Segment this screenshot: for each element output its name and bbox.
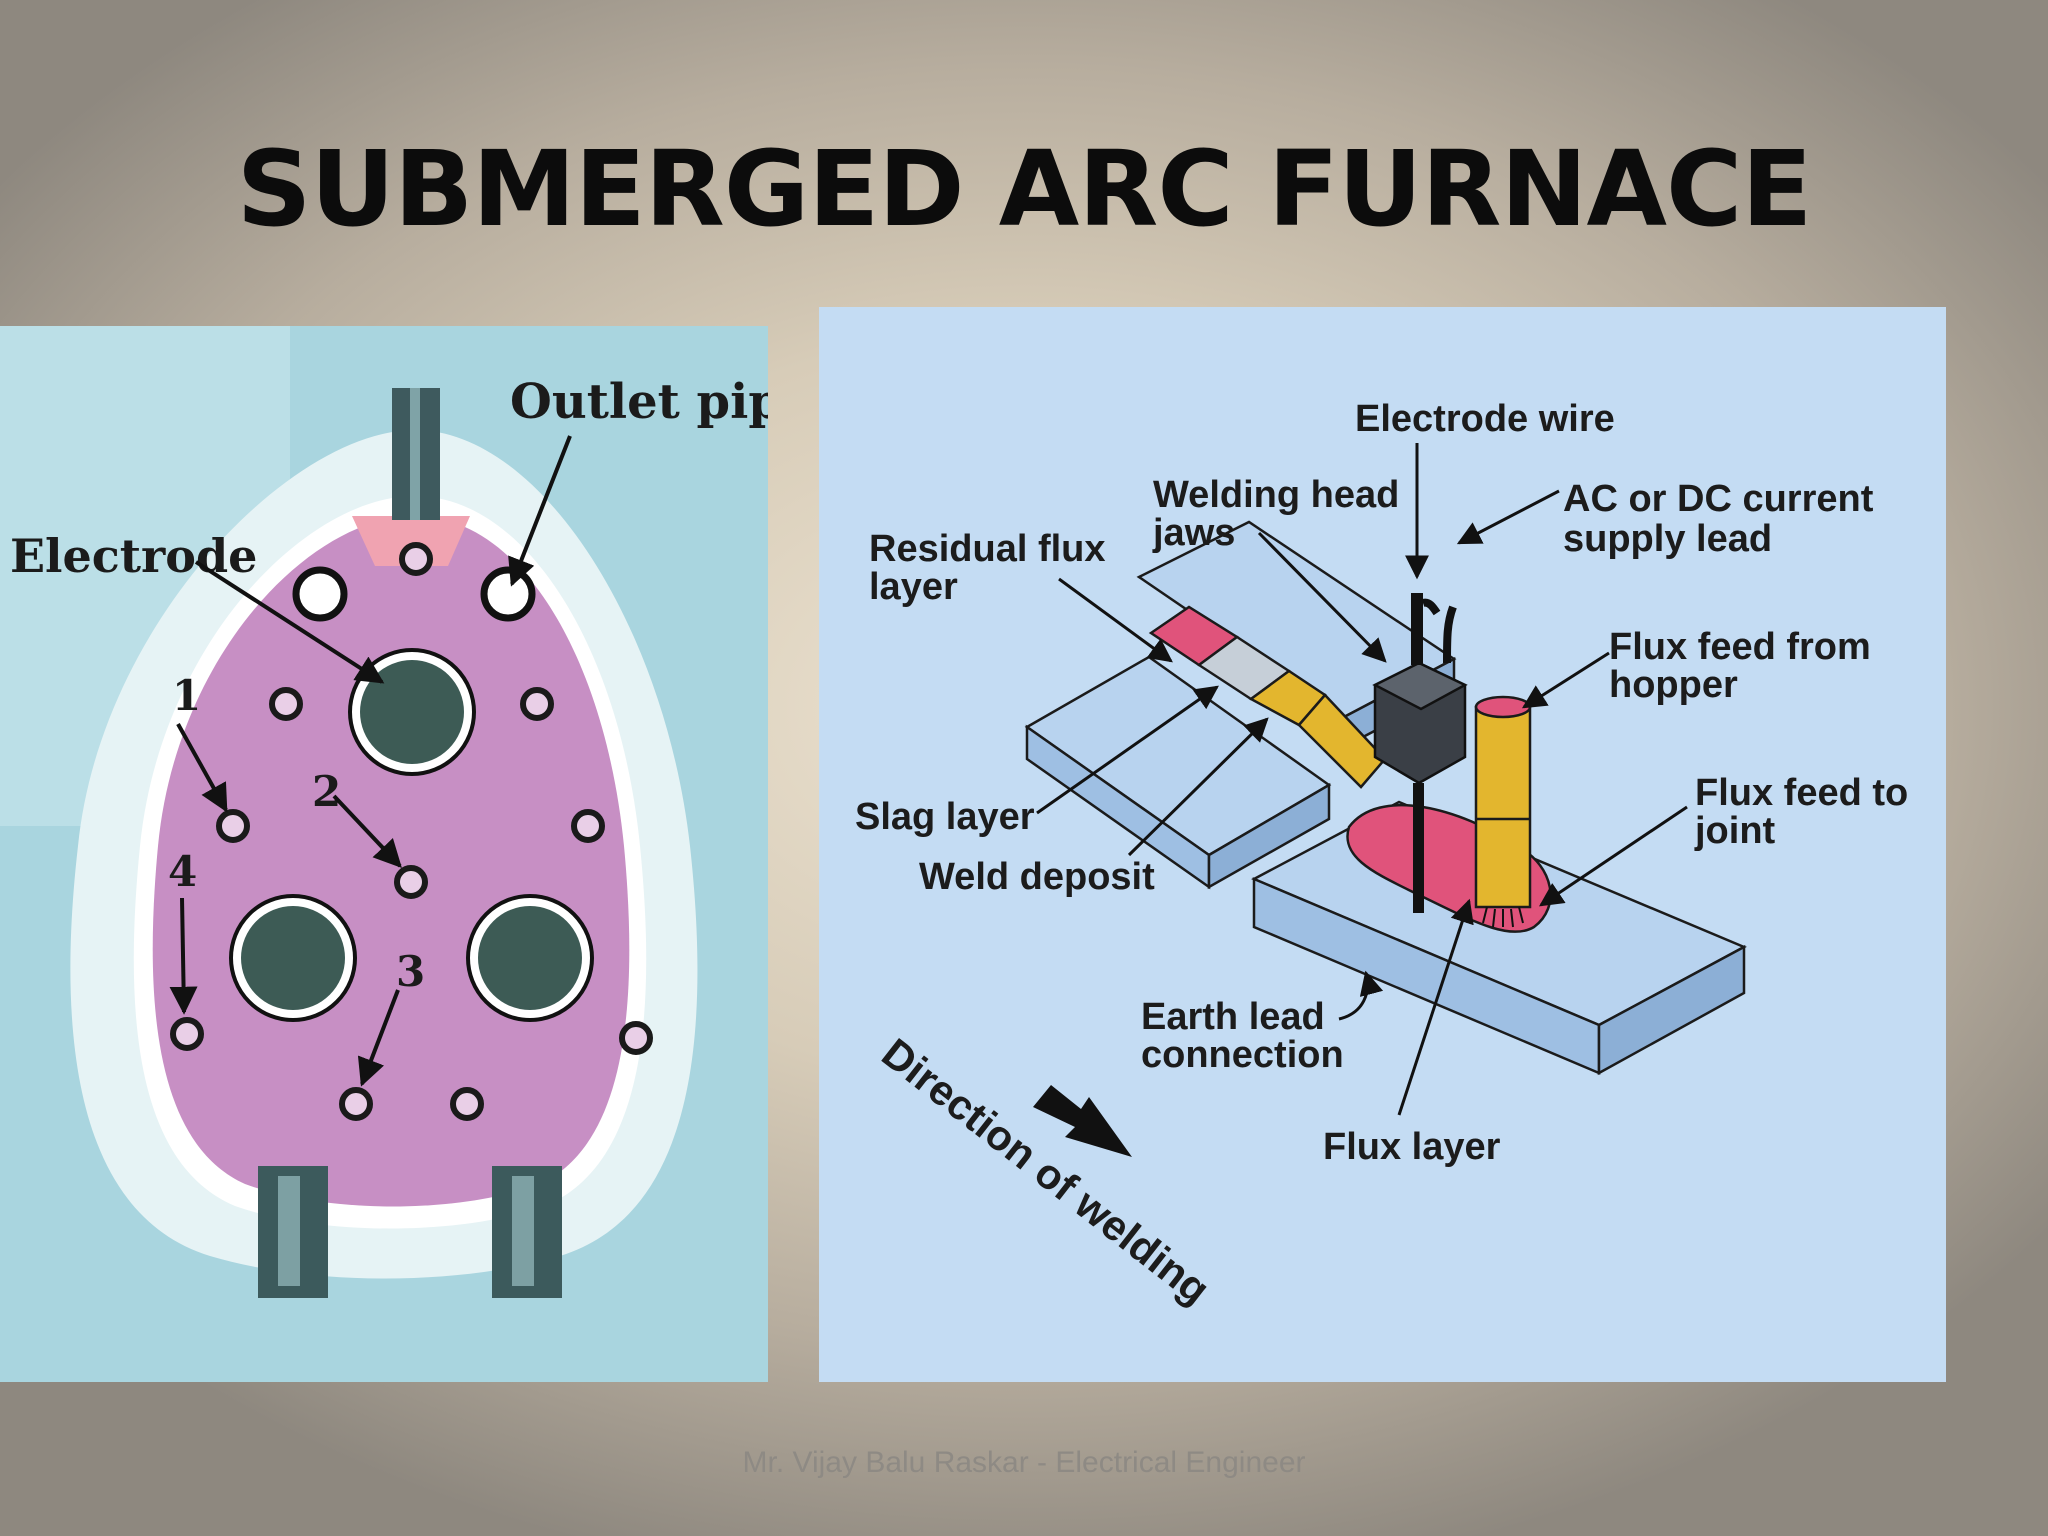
label-ac-dc-line1: AC or DC current	[1563, 478, 1874, 520]
arrow-1	[176, 723, 228, 813]
supply-lead-clamp	[1421, 598, 1457, 664]
tap-hole	[450, 1087, 484, 1121]
top-accent	[352, 516, 470, 566]
bottom-pipe-left-highlight	[278, 1176, 300, 1286]
label-residual-flux-line2: layer	[869, 566, 958, 608]
arrow-residual-flux	[1058, 577, 1173, 663]
slide-footer: Mr. Vijay Balu Raskar - Electrical Engin…	[742, 1446, 1306, 1479]
tap-hole	[399, 542, 433, 576]
label-flux-hopper-line1: Flux feed from	[1609, 626, 1871, 668]
label-outlet-pipe: Outlet pipe	[510, 374, 768, 430]
label-number-1: 1	[172, 671, 201, 720]
label-electrode: Electrode	[10, 529, 257, 583]
arrow-outlet-pipe	[508, 435, 572, 587]
label-earth-lead-line2: connection	[1141, 1034, 1344, 1076]
arrow-welding-head	[1257, 531, 1387, 663]
arrow-weld-deposit	[1127, 717, 1269, 857]
tap-hole	[269, 687, 303, 721]
electrode-right	[466, 894, 594, 1022]
bottom-pipe-right-highlight	[512, 1176, 534, 1286]
flux-feed-marks	[1482, 906, 1524, 928]
arrow-supply-lead	[1456, 489, 1560, 545]
tap-hole	[170, 1017, 204, 1051]
furnace-diagram-svg: Outlet pipe Electrode 1 2 3 4	[0, 326, 768, 1382]
arrow-flux-joint	[1539, 805, 1688, 907]
electrode-left	[229, 894, 357, 1022]
label-electrode-wire: Electrode wire	[1355, 398, 1615, 440]
arrow-flux-hopper	[1521, 651, 1610, 709]
arrow-4	[169, 897, 198, 1015]
arrow-flux-layer	[1397, 898, 1474, 1116]
slide-title: SUBMERGED ARC FURNACE	[236, 128, 1813, 250]
label-welding-head-line1: Welding head	[1153, 474, 1399, 516]
label-number-3: 3	[396, 947, 425, 996]
label-welding-head-line2: jaws	[1152, 512, 1235, 554]
direction-arrow	[1033, 1085, 1132, 1157]
left-weld-bead	[1148, 605, 1387, 789]
tap-hole	[394, 865, 428, 899]
arrow-slag	[1036, 685, 1219, 815]
tap-hole	[571, 809, 605, 843]
outlet-ring-right	[480, 566, 536, 622]
label-flux-hopper-line2: hopper	[1609, 664, 1738, 706]
label-number-2: 2	[312, 767, 341, 816]
outlet-ring-left	[292, 566, 348, 622]
label-ac-dc-line2: supply lead	[1563, 518, 1772, 560]
label-residual-flux-line1: Residual flux	[869, 528, 1106, 570]
label-slag-layer: Slag layer	[855, 796, 1035, 838]
tap-hole	[520, 687, 554, 721]
top-pipe-highlight	[410, 388, 420, 520]
submerged-arc-welding-diagram: Electrode wire Welding head jaws AC or D…	[819, 307, 1946, 1382]
label-weld-deposit: Weld deposit	[919, 856, 1155, 898]
tap-holes	[170, 542, 653, 1121]
electrode-top	[348, 648, 476, 776]
flux-feed-tube	[1474, 695, 1532, 909]
label-flux-joint-line1: Flux feed to	[1695, 772, 1908, 814]
welding-head	[1372, 661, 1468, 785]
furnace-diagram: Outlet pipe Electrode 1 2 3 4	[0, 326, 768, 1382]
label-flux-layer: Flux layer	[1323, 1126, 1501, 1168]
tap-hole	[619, 1021, 653, 1055]
saw-diagram-svg: Electrode wire Welding head jaws AC or D…	[819, 307, 1946, 1382]
arrow-earth-lead	[1338, 970, 1384, 1021]
tap-hole	[339, 1087, 373, 1121]
tap-hole	[216, 809, 250, 843]
label-number-4: 4	[168, 847, 197, 896]
label-flux-joint-line2: joint	[1694, 810, 1776, 852]
arrow-3	[357, 989, 400, 1087]
arrow-2	[332, 794, 402, 869]
electrode-wire-upper	[1411, 593, 1423, 665]
left-workpiece	[1024, 520, 1457, 890]
label-earth-lead-line1: Earth lead	[1141, 996, 1325, 1038]
electrode-wire-lower	[1413, 783, 1424, 913]
arrow-electrode	[194, 560, 385, 684]
